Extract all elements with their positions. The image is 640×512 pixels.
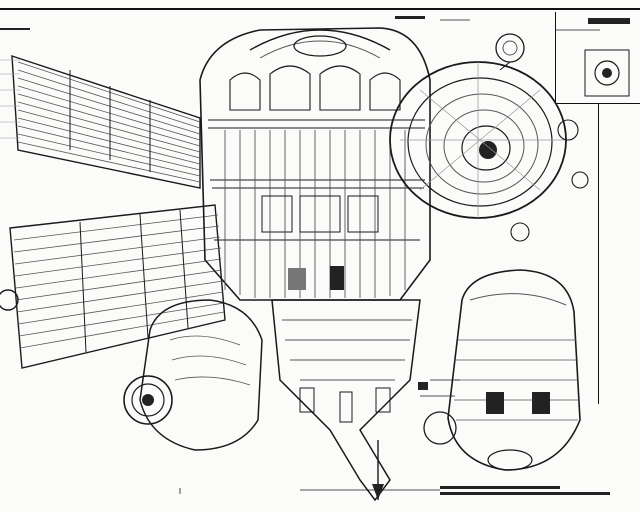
- right-callout-box-left: [555, 12, 556, 104]
- right-callout-box-bottom: [555, 103, 640, 104]
- lower-left-pod: [123, 299, 263, 451]
- turbine-ring-icon: [389, 33, 589, 242]
- illegible-label-marks: [0, 16, 610, 495]
- callout-leaders: [179, 19, 600, 494]
- lower-right-pod: [423, 269, 581, 471]
- top-border: [0, 8, 640, 10]
- central-body: [199, 27, 431, 301]
- lower-fin-block: [0, 204, 226, 369]
- right-callout-box-vline: [598, 104, 599, 404]
- lower-central-column: [271, 299, 421, 502]
- upper-fin-block: [0, 55, 201, 189]
- emblem-box: [584, 18, 630, 97]
